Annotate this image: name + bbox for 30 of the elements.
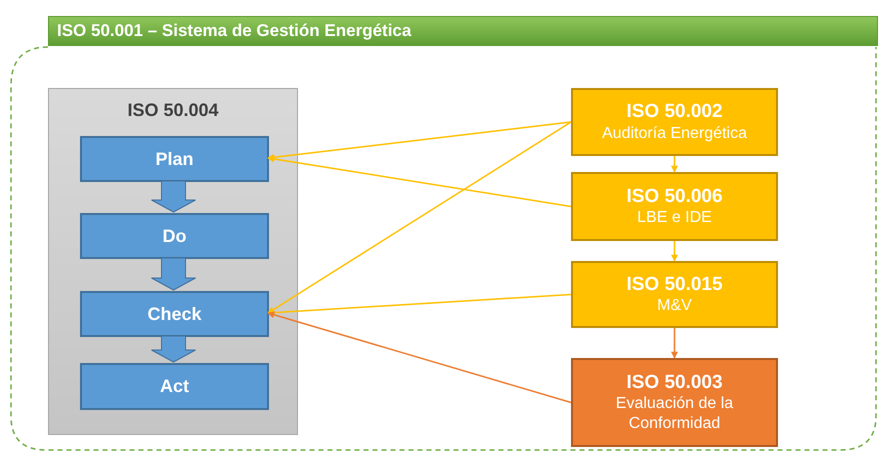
standard-code: ISO 50.002 xyxy=(626,100,723,124)
group-heading: ISO 50.004 xyxy=(126,99,220,122)
arrow xyxy=(267,121,572,314)
standard-title: Evaluación de la Conformidad xyxy=(614,394,734,434)
standard-box xyxy=(571,88,778,156)
standard-code: ISO 50.006 xyxy=(626,184,723,208)
arrow xyxy=(267,294,572,316)
standard-code: ISO 50.003 xyxy=(626,370,723,394)
arrow xyxy=(671,328,678,359)
block-arrow xyxy=(151,258,196,291)
block-arrow xyxy=(151,336,196,363)
process-box: Do xyxy=(80,213,269,259)
arrow xyxy=(267,311,572,404)
standard-box xyxy=(571,172,778,241)
standard-box xyxy=(571,261,778,328)
block-arrow xyxy=(151,180,196,213)
arrow xyxy=(671,241,678,262)
title-band: ISO 50.001 – Sistema de Gestión Energética xyxy=(48,16,878,46)
arrow xyxy=(267,156,572,208)
process-box: Check xyxy=(80,291,269,337)
process-box: Act xyxy=(80,363,269,410)
standard-title: LBE e IDE xyxy=(636,208,713,228)
process-box: Plan xyxy=(80,136,269,182)
standard-title: Auditoría Energética xyxy=(601,124,748,144)
standard-code: ISO 50.015 xyxy=(626,272,723,296)
arrow xyxy=(671,156,678,173)
standard-title: M&V xyxy=(656,296,693,316)
arrow xyxy=(267,121,572,161)
standard-box xyxy=(571,358,778,447)
group-panel xyxy=(48,88,298,435)
